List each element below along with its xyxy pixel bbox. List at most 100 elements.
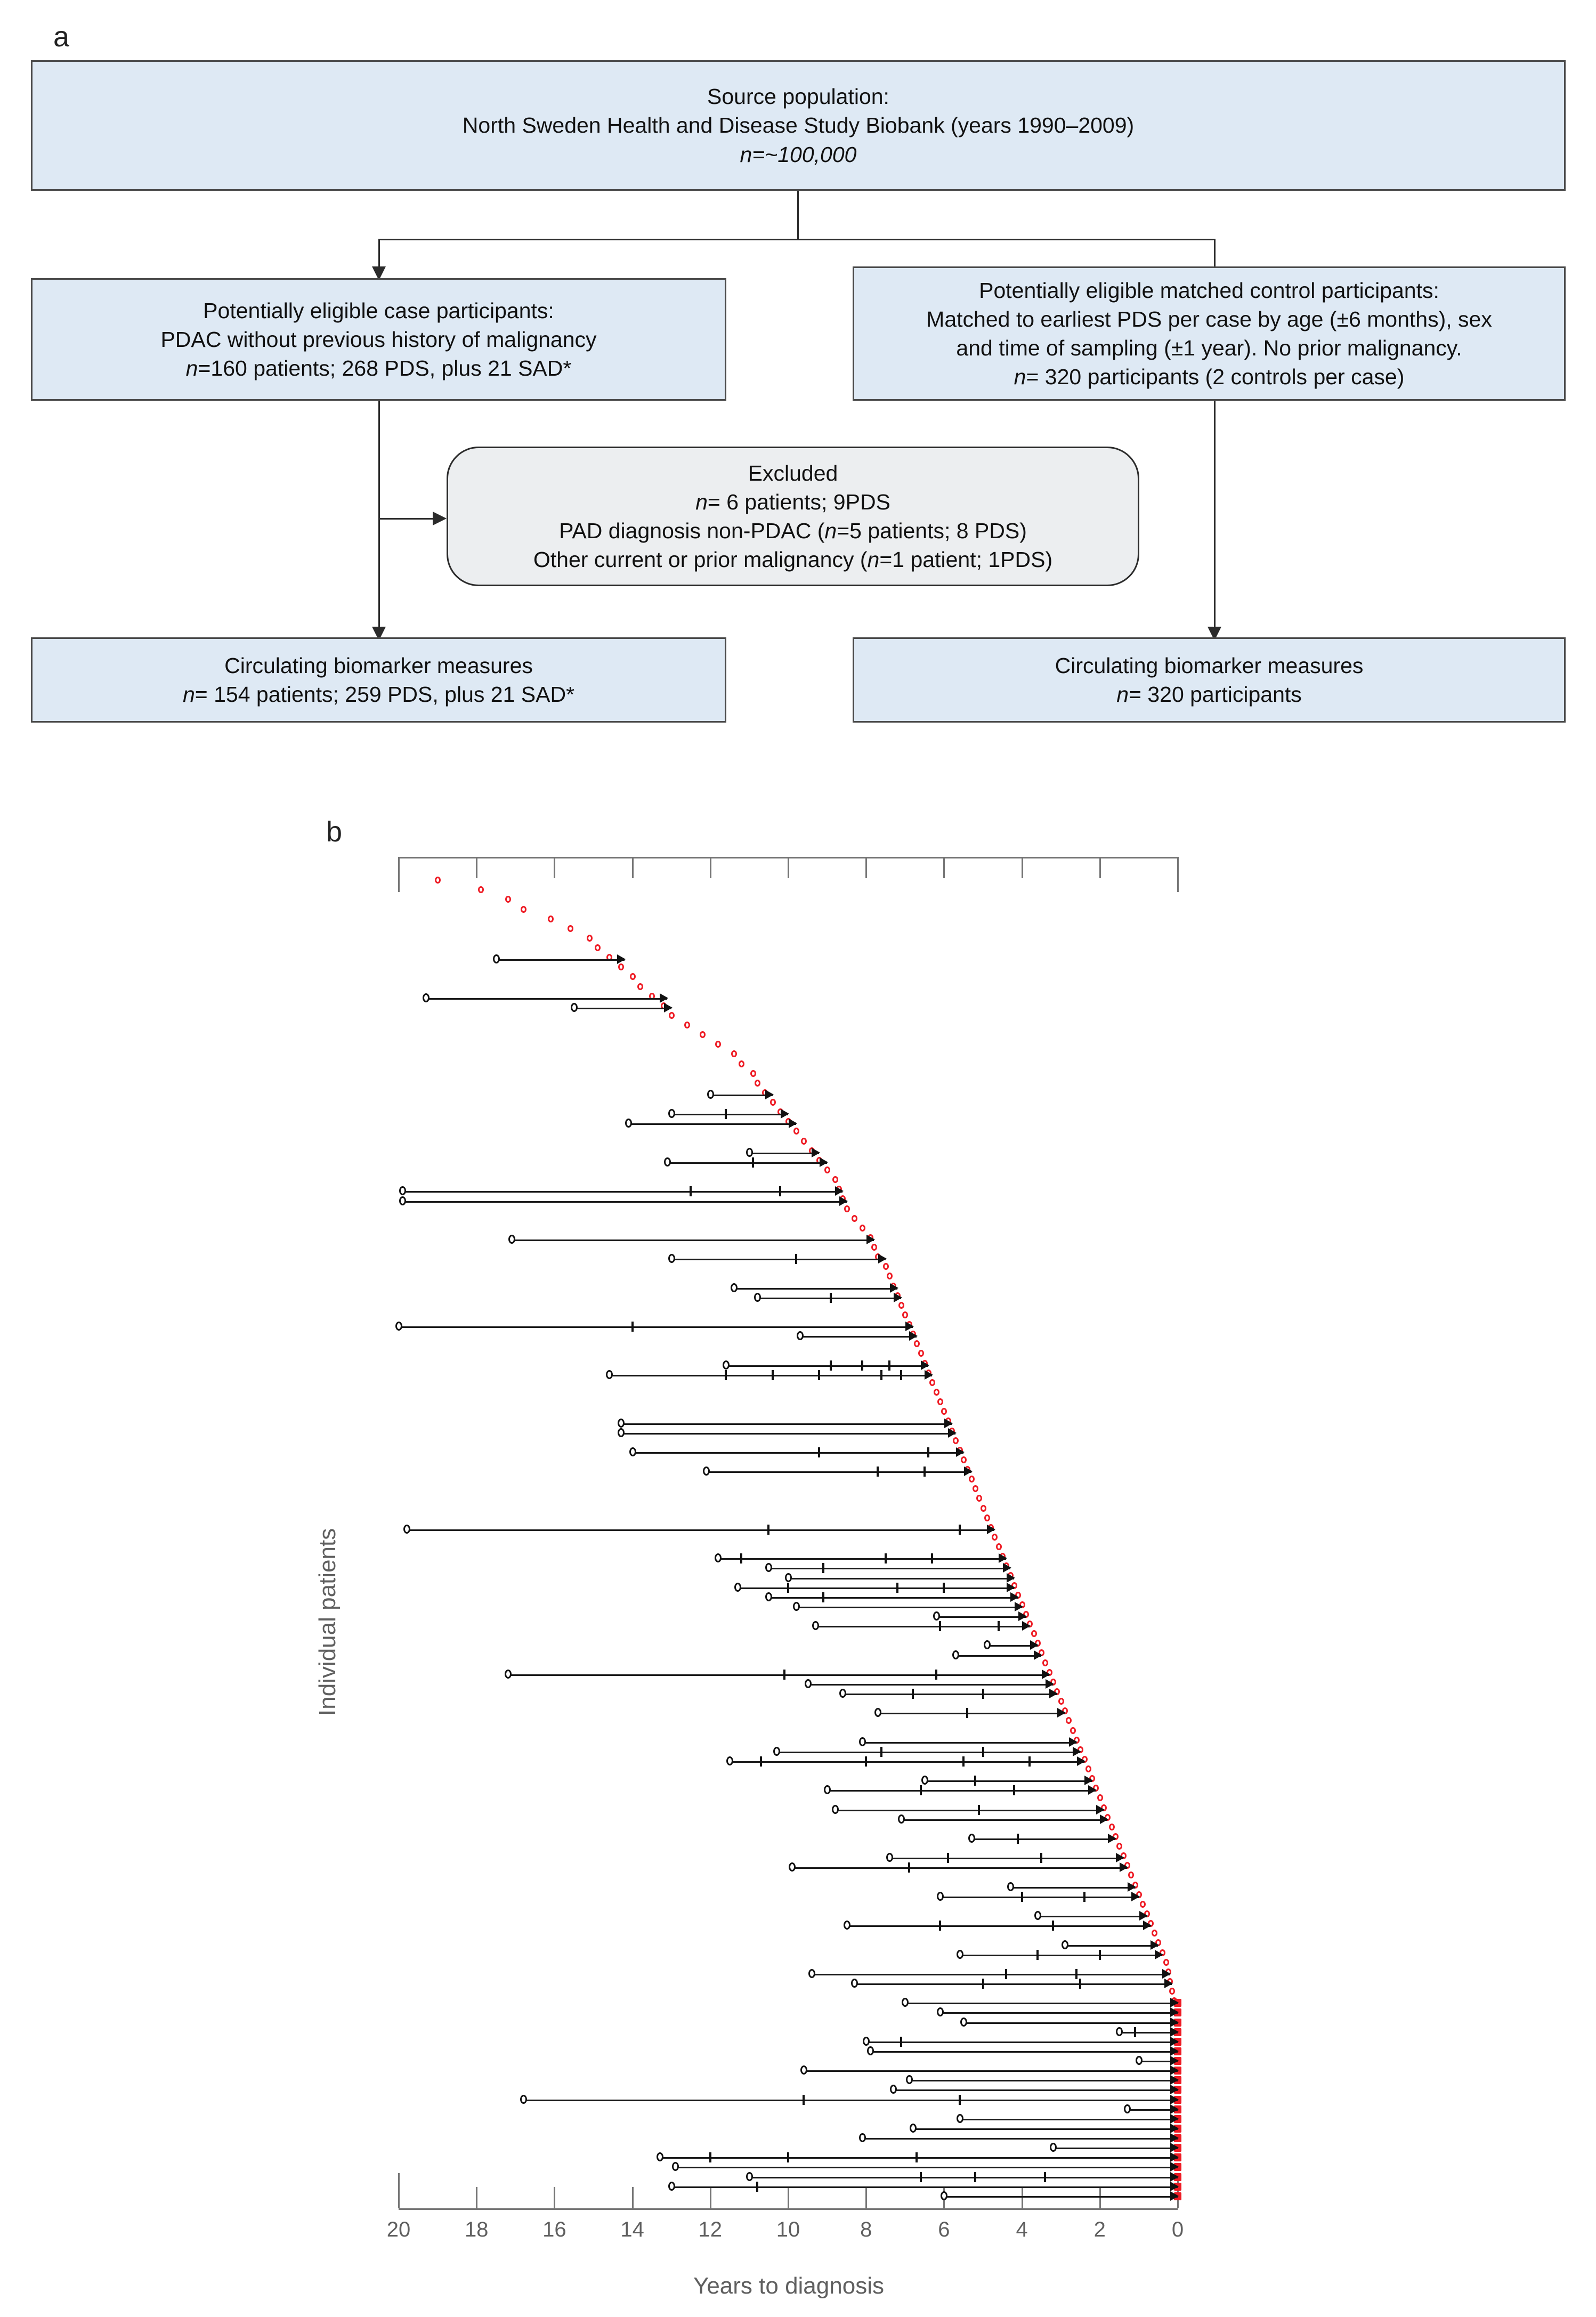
flowbox-line-n: n= 320 participants (1116, 682, 1302, 707)
sampling-span-line (1127, 2109, 1178, 2111)
intermediate-sample-marker (974, 1776, 976, 1786)
flowbox-line-n: n= 6 patients; 9PDS (695, 489, 890, 514)
intermediate-sample-marker (822, 1592, 824, 1602)
years-to-diagnosis-marker (844, 1205, 850, 1212)
x-tick-label: 4 (1016, 2218, 1028, 2241)
sampling-span-line (675, 2167, 1178, 2169)
years-to-diagnosis-marker (587, 934, 593, 942)
earliest-sample-marker (723, 1360, 730, 1370)
intermediate-sample-marker (1044, 2172, 1047, 2182)
connector-controls-to-biomarkers (1214, 401, 1216, 635)
earliest-sample-marker (617, 1428, 625, 1437)
sampling-span-line (496, 959, 625, 961)
latest-sample-marker (1170, 2191, 1179, 2201)
intermediate-sample-marker (935, 1669, 937, 1680)
latest-sample-marker (963, 1467, 973, 1477)
latest-sample-marker (1006, 1573, 1015, 1583)
latest-sample-marker (663, 1002, 673, 1012)
earliest-sample-marker (734, 1582, 741, 1592)
sampling-span-line (955, 1655, 1042, 1657)
latest-sample-marker (1170, 2056, 1179, 2066)
earliest-sample-marker (726, 1756, 734, 1766)
earliest-sample-marker (668, 1109, 675, 1119)
years-to-diagnosis-marker (929, 1379, 936, 1386)
latest-sample-marker (1170, 2104, 1179, 2114)
intermediate-sample-marker (943, 1582, 945, 1593)
years-to-diagnosis-marker (1031, 1630, 1037, 1638)
x-tick-label: 2 (1093, 2218, 1106, 2241)
latest-sample-marker (909, 1331, 918, 1341)
latest-sample-marker (820, 1157, 829, 1167)
latest-sample-marker (1030, 1640, 1039, 1650)
earliest-sample-marker (937, 2007, 944, 2017)
earliest-sample-marker (921, 1776, 928, 1785)
years-to-diagnosis-marker (832, 1176, 838, 1184)
intermediate-sample-marker (795, 1254, 797, 1265)
intermediate-sample-marker (1017, 1834, 1019, 1844)
sampling-span-line (523, 2099, 1178, 2101)
intermediate-sample-marker (1028, 1756, 1031, 1767)
sampling-span-line (749, 1152, 820, 1154)
flowbox-line: and time of sampling (±1 year). No prior… (956, 336, 1462, 360)
sampling-span-line (511, 1239, 874, 1242)
earliest-sample-marker (785, 1573, 792, 1582)
years-to-diagnosis-marker (1152, 1930, 1158, 1937)
sampling-span-line (854, 1983, 1172, 1986)
sampling-span-line (1037, 1916, 1147, 1918)
intermediate-sample-marker (958, 2094, 961, 2105)
flowbox-line: Source population: (707, 84, 889, 109)
latest-sample-marker (1170, 2172, 1179, 2182)
earliest-sample-marker (863, 2036, 870, 2046)
years-to-diagnosis-marker (992, 1533, 998, 1541)
years-to-diagnosis-marker (914, 1340, 920, 1348)
earliest-sample-marker (1050, 2143, 1057, 2152)
bottom-axis-tick (788, 2187, 789, 2208)
sampling-span-line (811, 1973, 1170, 1975)
years-to-diagnosis-marker (918, 1350, 924, 1357)
intermediate-sample-marker (1005, 1968, 1008, 1979)
years-to-diagnosis-marker (824, 1166, 831, 1173)
sampling-span-line (733, 1287, 897, 1290)
latest-sample-marker (812, 1147, 821, 1157)
years-to-diagnosis-marker (980, 1504, 986, 1512)
bottom-axis-tick (398, 2173, 400, 2208)
latest-sample-marker (1170, 2094, 1179, 2104)
latest-sample-marker (1041, 1669, 1050, 1679)
earliest-sample-marker (395, 1322, 402, 1331)
earliest-sample-marker (858, 1737, 866, 1746)
latest-sample-marker (1088, 1785, 1097, 1795)
sampling-span-line (671, 1259, 886, 1261)
sampling-span-line (399, 1326, 913, 1328)
earliest-sample-marker (508, 1235, 515, 1244)
sampling-span-line (671, 2186, 1178, 2188)
top-axis-tick (1021, 857, 1023, 878)
intermediate-sample-marker (756, 2181, 758, 2192)
latest-sample-marker (1018, 1611, 1027, 1622)
intermediate-sample-marker (783, 1669, 785, 1680)
latest-sample-marker (1170, 2027, 1179, 2037)
flowbox-line: Circulating biomarker measures (1055, 653, 1364, 678)
earliest-sample-marker (808, 1968, 815, 1978)
years-to-diagnosis-marker (984, 1514, 990, 1521)
flowbox-line: Matched to earliest PDS per case by age … (926, 306, 1492, 331)
earliest-sample-marker (399, 1186, 407, 1196)
sampling-span-line (1138, 2061, 1178, 2063)
sampling-span-line (986, 1645, 1038, 1647)
x-tick-label: 16 (542, 2218, 566, 2241)
sampling-span-line (889, 1858, 1123, 1860)
x-tick-label: 12 (698, 2218, 723, 2241)
intermediate-sample-marker (1052, 1921, 1055, 1931)
intermediate-sample-marker (818, 1447, 821, 1457)
earliest-sample-marker (746, 1147, 753, 1157)
earliest-sample-marker (617, 1418, 625, 1428)
years-to-diagnosis-marker (594, 944, 601, 952)
years-to-diagnosis-marker (898, 1301, 904, 1309)
latest-sample-marker (781, 1109, 789, 1119)
sampling-span-line (866, 2041, 1178, 2043)
sampling-span-line (796, 1606, 1022, 1608)
years-to-diagnosis-marker (1042, 1659, 1049, 1666)
flowbox-line-n: n= 154 patients; 259 PDS, plus 21 SAD* (182, 682, 575, 707)
latest-sample-marker (1170, 1998, 1179, 2008)
top-axis-tick (865, 857, 868, 878)
latest-sample-marker (1170, 2007, 1179, 2018)
